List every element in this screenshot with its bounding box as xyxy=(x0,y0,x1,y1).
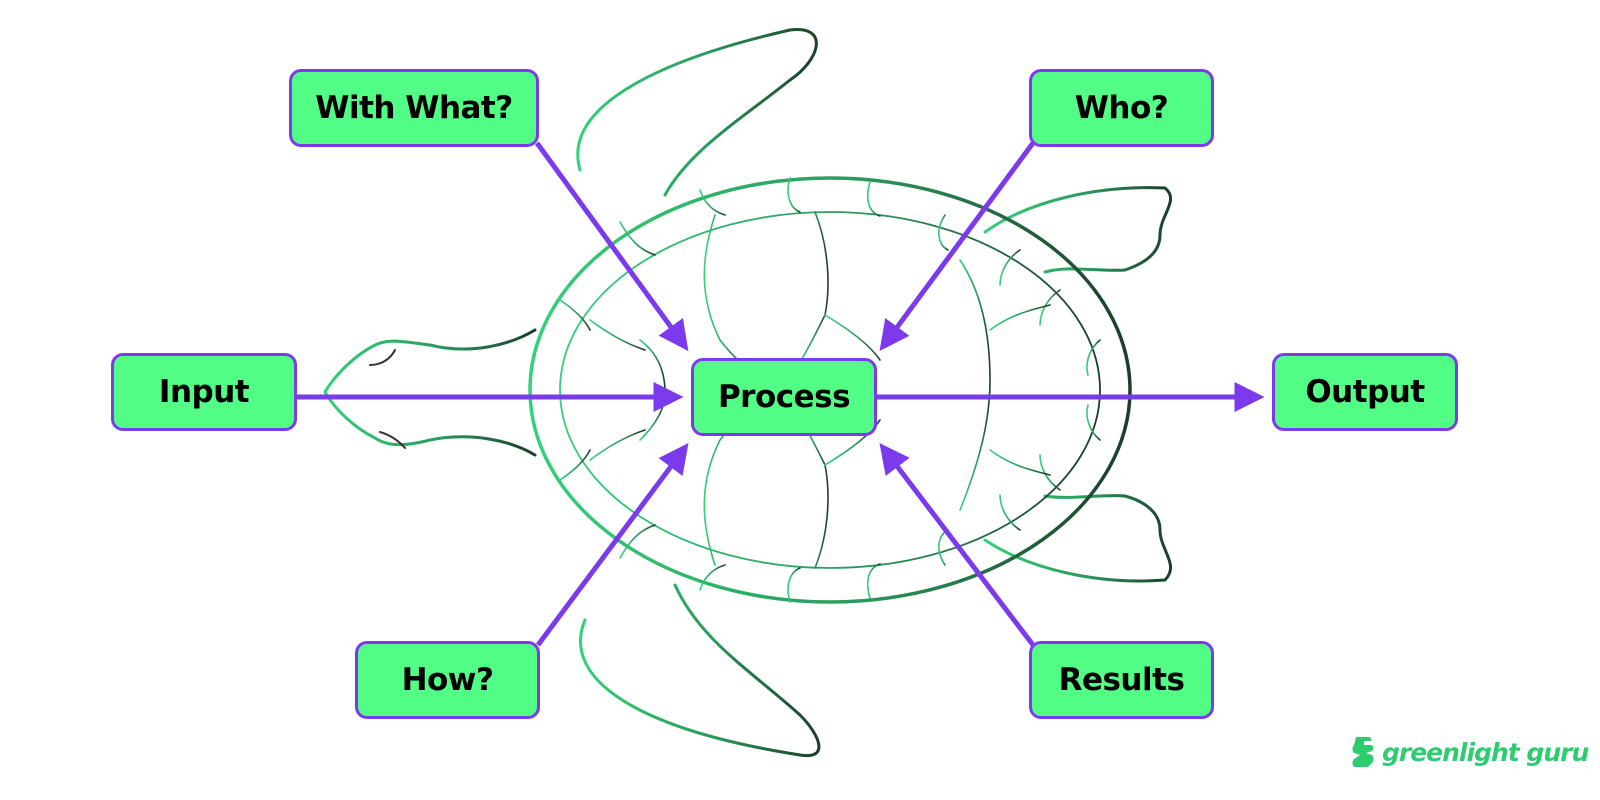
turtle-head xyxy=(323,328,537,457)
node-label: Who? xyxy=(1074,90,1169,126)
eye-top xyxy=(369,349,396,366)
flipper-front-top xyxy=(576,28,818,197)
flipper-front-bottom xyxy=(579,583,821,758)
node-process: Process xyxy=(691,358,877,436)
eye-bottom xyxy=(379,431,406,449)
marginal-scutes xyxy=(559,177,1101,603)
flipper-back-bottom xyxy=(983,494,1172,583)
g-mark-icon xyxy=(1352,737,1374,767)
node-how: How? xyxy=(355,641,540,719)
node-label: How? xyxy=(401,662,494,698)
node-label: With What? xyxy=(315,90,513,126)
node-with-what: With What? xyxy=(289,69,539,147)
arrow-who-to-process xyxy=(879,141,1036,352)
node-label: Results xyxy=(1058,662,1185,698)
node-label: Input xyxy=(158,374,250,410)
node-who: Who? xyxy=(1029,69,1214,147)
node-label: Process xyxy=(717,379,851,415)
node-input: Input xyxy=(111,353,297,431)
node-output: Output xyxy=(1272,353,1458,431)
node-results: Results xyxy=(1029,641,1214,719)
shell-outer xyxy=(528,176,1132,604)
shell-inner xyxy=(559,211,1101,569)
node-label: Output xyxy=(1305,374,1425,410)
arrow-withwhat-to-process xyxy=(534,141,689,352)
arrow-how-to-process xyxy=(535,442,689,647)
flipper-back-top xyxy=(983,186,1172,274)
arrow-results-to-process xyxy=(879,443,1035,647)
greenlight-guru-logo: greenlight guru xyxy=(1350,735,1589,769)
logo-text: greenlight guru xyxy=(1382,737,1589,767)
